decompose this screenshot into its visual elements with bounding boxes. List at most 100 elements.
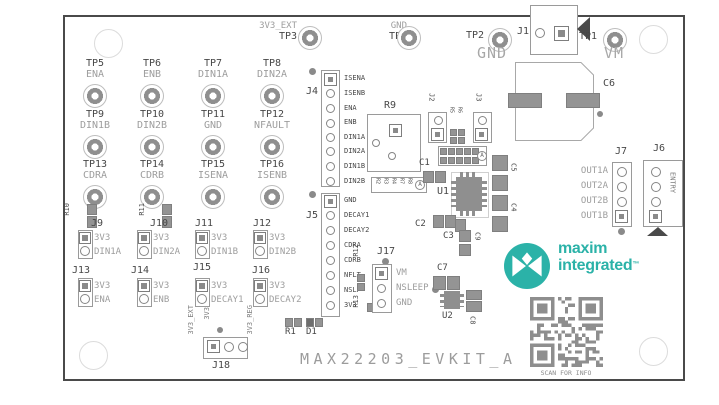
j5-pin-label: NFLT	[344, 271, 361, 279]
r6-pad	[458, 137, 465, 144]
j16-pin1-square	[254, 280, 266, 292]
j9-pin-label: 3V3	[94, 233, 111, 243]
tp-signal-label: ENB	[142, 68, 162, 80]
j3-pin1-square	[475, 128, 488, 141]
j11-pin	[197, 246, 207, 256]
j4-pin	[326, 177, 335, 186]
j4-pin	[326, 104, 335, 113]
j5-pin	[326, 211, 335, 220]
j7-pin	[617, 182, 627, 192]
via-dot-icon	[597, 111, 603, 117]
tp1-ref-label: TP1	[578, 31, 597, 42]
trademark-symbol: ™	[632, 261, 640, 268]
via-dot-icon	[382, 258, 389, 265]
tp14-cell: TP14 CDRB	[122, 159, 182, 209]
j4-pin-label: DIN1A	[344, 133, 366, 141]
u1-chip-body	[456, 177, 482, 211]
j11-pin1-square	[196, 232, 208, 244]
j5-pin	[326, 286, 335, 295]
c6-pad	[508, 93, 542, 108]
j4-pin-label: DIN2A	[344, 147, 366, 155]
c2-pad	[433, 215, 444, 228]
brand-line2: integrated™	[558, 257, 639, 274]
j9-pin-label: DIN1A	[94, 247, 122, 257]
j5-pin-label: DECAY1	[344, 211, 370, 219]
tp1-testpoint	[603, 28, 627, 52]
j9-ref-label: J9	[91, 218, 104, 229]
tp-signal-label: DIN2A	[256, 68, 288, 80]
header-pad	[440, 157, 447, 164]
tp3-testpoint	[298, 26, 322, 50]
header-pad	[464, 148, 471, 155]
j13-pin1-square	[79, 280, 91, 292]
c5-pad	[492, 155, 508, 171]
j12-pin	[255, 246, 265, 256]
pin1-triangle-icon	[647, 227, 668, 236]
gnd-rail-label: GND	[477, 44, 508, 62]
j4-pin-label: ISENA	[344, 74, 366, 82]
tp11-testpoint	[201, 135, 225, 159]
j5-pin-label: DECAY2	[344, 226, 370, 234]
r1-pad	[294, 318, 302, 327]
r11-pad	[162, 216, 172, 228]
d1-pad	[306, 318, 314, 327]
tp-ref-label: TP6	[142, 58, 162, 69]
maxim-logo-icon	[504, 243, 550, 289]
board-title: MAX22203_EVKIT_A	[300, 350, 517, 368]
c1-pad	[423, 171, 434, 183]
variant-a-mark: A	[477, 151, 487, 161]
j10-pin-label: DIN2A	[153, 247, 181, 257]
j4-pin-label: ENB	[344, 118, 357, 126]
j18-rail-right-label: 3V3_REG	[246, 305, 254, 335]
j5-pin-label: GND	[344, 196, 357, 204]
j12-pin1-square	[254, 232, 266, 244]
tp-signal-label: GND	[203, 119, 223, 131]
j18-rail-left-label: 3V3_EXT	[187, 305, 195, 335]
j6-ref-label: J6	[653, 143, 666, 154]
c9-pad	[459, 230, 471, 242]
j5-pin-label: CDRB	[344, 256, 361, 264]
mounting-hole-icon	[79, 341, 108, 370]
j7-pin1-square	[615, 210, 628, 223]
j5-pin-label: NSLP	[344, 286, 361, 294]
tp5-cell: TP5 ENA	[65, 58, 125, 108]
j16-pin-label: 3V3	[269, 281, 286, 291]
c4-ref-label: C4	[509, 203, 518, 212]
j4-pin	[326, 162, 335, 171]
j14-ref-label: J14	[131, 265, 150, 276]
c8-pad	[466, 290, 482, 300]
tp15-cell: TP15 ISENA	[183, 159, 243, 209]
brand-line2-text: integrated	[558, 257, 633, 274]
j13-pin-label: 3V3	[94, 281, 111, 291]
header-pad	[448, 148, 455, 155]
r8-ref-label: R8	[406, 178, 413, 185]
j13-pin-label: ENA	[94, 295, 111, 305]
tp9-cell: TP9 DIN1B	[65, 109, 125, 159]
header-pad	[472, 157, 479, 164]
j4-header	[321, 70, 340, 187]
mounting-hole-icon	[639, 25, 668, 54]
j4-ref-label: J4	[306, 86, 319, 97]
mounting-hole-icon	[94, 29, 123, 58]
j7-pin-label: OUT1B	[580, 211, 608, 221]
j4-pin-label: ENA	[344, 104, 357, 112]
d1-ref-label: D1	[306, 327, 317, 337]
j4-pin-label: DIN2B	[344, 177, 366, 185]
j15-pin-label: 3V3	[211, 281, 228, 291]
header-pad	[456, 157, 463, 164]
j7-pin-label: OUT2B	[580, 196, 608, 206]
tp-signal-label: DIN2B	[136, 119, 168, 131]
c9-pad	[459, 244, 471, 256]
r12-pad	[357, 283, 365, 291]
r5-pad	[450, 129, 457, 136]
j16-ref-label: J16	[252, 265, 271, 276]
j17-pin	[377, 299, 386, 308]
j5-pin1-square	[324, 195, 337, 208]
j7-pin-label: OUT1A	[580, 166, 608, 176]
j13-pin	[80, 294, 90, 304]
u1-pins	[460, 172, 478, 177]
c5-ref-label: C5	[509, 163, 518, 172]
r2-ref-label: R2	[374, 178, 381, 185]
tp10-cell: TP10 DIN2B	[122, 109, 182, 159]
tp-ref-label: TP9	[85, 109, 105, 120]
